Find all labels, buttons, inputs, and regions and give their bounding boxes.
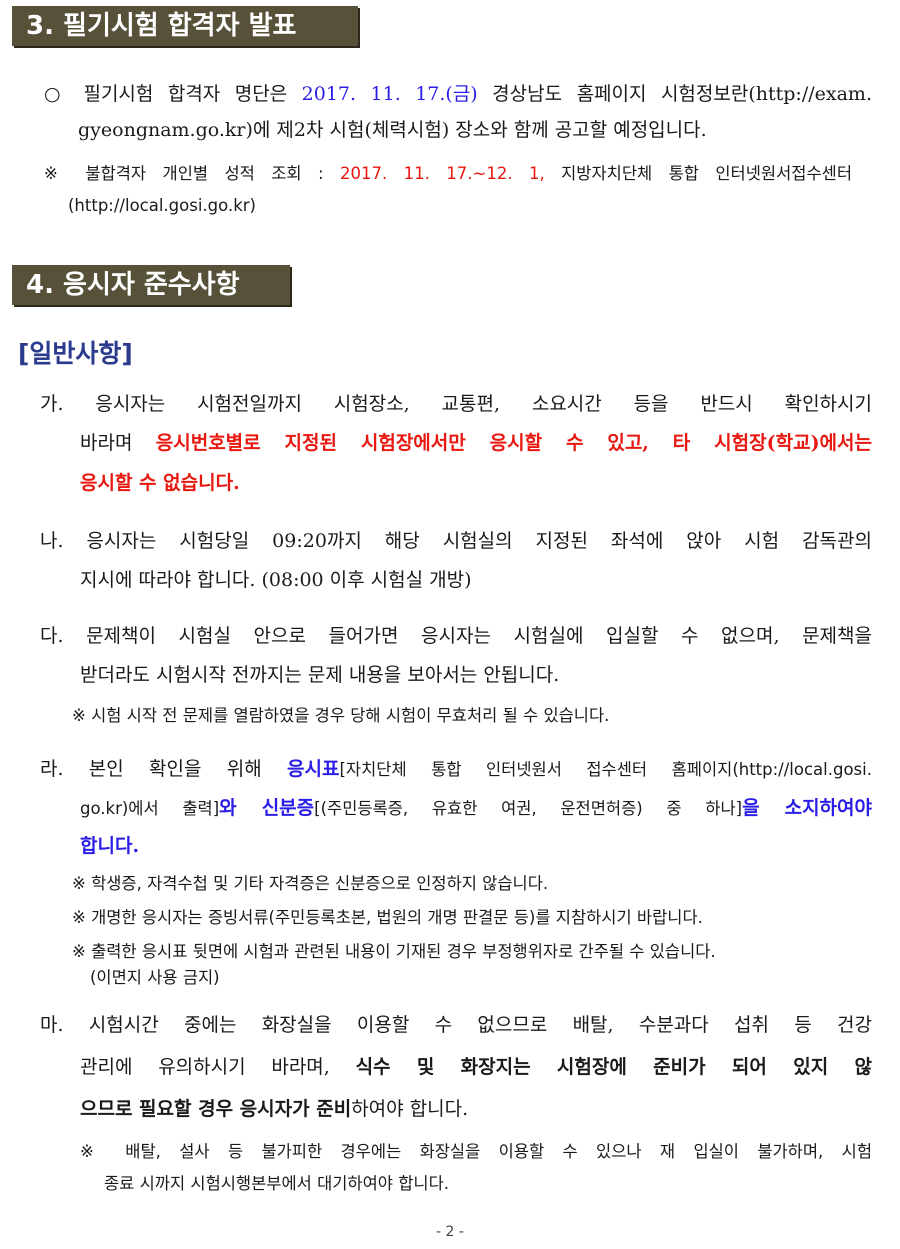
section-4-title: 4. 응시자 준수사항 [12,265,290,305]
general-rules-subtitle: [일반사항] [18,339,133,368]
rule-na-line2: 지시에 따라야 합니다. (08:00 이후 시험실 개방) [80,569,472,591]
rule-ga-line1: 가. 응시자는 시험전일까지 시험장소, 교통편, 소요시간 등을 반드시 확인… [40,393,872,415]
rule-ma-text: 관리에 유의하시기 바라며, [80,1056,356,1078]
rule-ra-print: go.kr)에서 출력] [80,799,220,818]
score-inquiry-date: 2017. 11. 17.~12. 1, [339,164,545,183]
rule-da-line2: 받더라도 시험시작 전까지는 문제 내용을 보아서는 안됩니다. [80,664,560,686]
announcement-date: 2017. 11. 17.(금) [301,83,478,105]
rule-ma-line3: 으므로 필요할 경우 응시자가 준비하여야 합니다. [80,1095,468,1123]
rule-ra-id-types: [(주민등록증, 유효한 여권, 운전면허증) 중 하나] [314,799,743,818]
score-inquiry-url: (http://local.gosi.go.kr) [68,196,256,215]
rule-ra-note3-line1: ※ 출력한 응시표 뒷면에 시험과 관련된 내용이 기재된 경우 부정행위자로 … [72,942,716,961]
rule-ra-line3: 합니다. [80,835,140,857]
score-inquiry-site: 지방자치단체 통합 인터넷원서접수센터 [544,164,852,183]
announcement-text: ○ 필기시험 합격자 명단은 [44,83,302,105]
rule-ra-note2: ※ 개명한 응시자는 증빙서류(주민등록초본, 법원의 개명 판결문 등)를 지… [72,908,703,927]
announcement-text-cont: 경상남도 홈페이지 시험정보란(http://exam. [477,83,872,105]
rule-ga-line2: 바라며 응시번호별로 지정된 시험장에서만 응시할 수 있고, 타 시험장(학교… [80,429,872,457]
section-3-title: 3. 필기시험 합격자 발표 [12,6,358,46]
rule-ma-emphasis-cont: 으므로 필요할 경우 응시자가 준비 [80,1098,352,1120]
rule-ma-text-end: 하여야 합니다. [351,1098,469,1120]
rule-ma-note-line1: ※ 배탈, 설사 등 불가피한 경우에는 화장실을 이용할 수 있으나 재 입실… [80,1142,872,1161]
rule-ga-text: 바라며 [80,432,156,454]
rule-ma-line1: 마. 시험시간 중에는 화장실을 이용할 수 없으므로 배탈, 수분과다 섭취 … [40,1014,872,1036]
rule-ra-line2: go.kr)에서 출력]와 신분증[(주민등록증, 유효한 여권, 운전면허증)… [80,794,872,823]
rule-ra-ticket-source: [자치단체 통합 인터넷원서 접수센터 홈페이지(http://local.go… [339,760,872,779]
rule-da-note: ※ 시험 시작 전 문제를 열람하였을 경우 당해 시험이 무효처리 될 수 있… [72,706,610,725]
announcement-paragraph-line2: gyeongnam.go.kr)에 제2차 시험(체력시험) 장소와 함께 공고… [78,119,707,141]
rule-na-line1: 나. 응시자는 시험당일 09:20까지 해당 시험실의 지정된 좌석에 앉아 … [40,530,872,552]
rule-ma-note-line2: 종료 시까지 시험시행본부에서 대기하여야 합니다. [104,1174,450,1193]
page-number: - 2 - [436,1224,464,1240]
rule-ga-emphasis: 응시번호별로 지정된 시험장에서만 응시할 수 있고, 타 시험장(학교)에서는 [155,432,872,454]
rule-ma-line2: 관리에 유의하시기 바라며, 식수 및 화장지는 시험장에 준비가 되어 있지 … [80,1053,872,1081]
score-inquiry-label: ※ 불합격자 개인별 성적 조회 : [44,164,340,183]
rule-ra-text: 라. 본인 확인을 위해 [40,758,288,780]
score-inquiry-note-line1: ※ 불합격자 개인별 성적 조회 : 2017. 11. 17.~12. 1, … [44,160,852,188]
rule-ra-admission-ticket: 응시표 [287,758,340,780]
rule-ra-line1: 라. 본인 확인을 위해 응시표[자치단체 통합 인터넷원서 접수센터 홈페이지… [40,755,872,784]
rule-ra-must-carry: 을 소지하여야 [742,797,873,819]
rule-ra-note1: ※ 학생증, 자격수첩 및 기타 자격증은 신분증으로 인정하지 않습니다. [72,874,549,893]
rule-ga-line3: 응시할 수 없습니다. [80,472,240,494]
rule-ma-emphasis: 식수 및 화장지는 시험장에 준비가 되어 있지 않 [355,1056,872,1078]
rule-ra-id-card: 와 신분증 [219,797,315,819]
rule-da-line1: 다. 문제책이 시험실 안으로 들어가면 응시자는 시험실에 입실할 수 없으며… [40,625,872,647]
rule-ra-note3-line2: (이면지 사용 금지) [90,968,220,987]
announcement-paragraph-line1: ○ 필기시험 합격자 명단은 2017. 11. 17.(금) 경상남도 홈페이… [44,80,872,108]
